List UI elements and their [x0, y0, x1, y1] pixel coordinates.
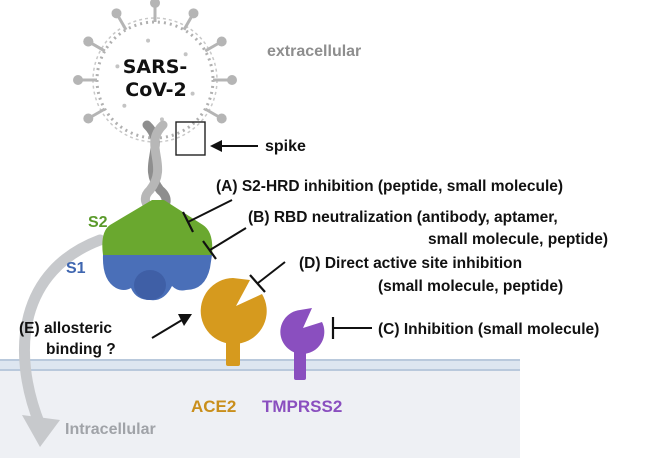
virus-envelope-dot: [146, 38, 151, 43]
s2-domain: [102, 200, 213, 255]
virus-spike-head: [227, 75, 237, 85]
spike-pointer-arrow: [210, 140, 258, 152]
tmprss2-protease: [280, 308, 325, 380]
annotation-e-line1: (E) allosteric: [19, 320, 112, 337]
tmprss2-label: TMPRSS2: [262, 397, 342, 416]
virus-envelope-dot: [159, 117, 164, 122]
virus-spike-stem: [182, 15, 194, 31]
virus-spike-head: [111, 8, 122, 19]
virus-particle: [73, 0, 237, 143]
virus-spike-head: [83, 36, 94, 47]
intracellular-label: Intracellular: [65, 421, 156, 438]
virus-spike-head: [83, 113, 94, 124]
virus-envelope-dot: [183, 52, 188, 57]
virus-spike-stem: [204, 41, 220, 53]
allosteric-arrow: [151, 314, 192, 339]
inhibitor-d: [249, 261, 286, 293]
spike-highlight-box: [175, 121, 206, 156]
s1-domain: [102, 255, 212, 301]
virus-spike-stem: [90, 107, 106, 119]
inhibitor-c: [331, 317, 372, 339]
annotation-d-line2: (small molecule, peptide): [378, 278, 563, 295]
inhibitor-b: [202, 227, 247, 260]
s2-label: S2: [88, 214, 108, 231]
internalization-arrow: [19, 234, 106, 447]
virus-envelope-dot: [115, 64, 120, 69]
virus-envelope-dot: [122, 103, 127, 108]
cell-membrane: [0, 359, 520, 371]
virus-spike-stem: [116, 15, 128, 31]
virus-spike-stem: [204, 107, 220, 119]
virus-spike-stem: [90, 41, 106, 53]
virus-spike-head: [73, 75, 83, 85]
virus-spike-head: [216, 36, 227, 47]
ace2-label: ACE2: [191, 397, 236, 416]
intracellular-region: [0, 370, 520, 458]
annotation-b-line2: small molecule, peptide): [428, 231, 608, 248]
virus-spike-head: [216, 113, 227, 124]
annotation-c: (C) Inhibition (small molecule): [378, 321, 599, 338]
virus-name-line2: CoV-2: [125, 79, 186, 101]
inhibitor-a: [182, 199, 233, 233]
s1-label: S1: [66, 260, 86, 277]
virus-envelope-dot: [190, 91, 195, 96]
annotation-d-line1: (D) Direct active site inhibition: [299, 255, 522, 272]
extracellular-label: extracellular: [267, 43, 361, 60]
annotation-b-line1: (B) RBD neutralization (antibody, aptame…: [248, 209, 558, 226]
virus-name-line1: SARS-: [123, 56, 188, 78]
ace2-receptor: [200, 278, 267, 366]
annotation-e-line2: binding ?: [46, 341, 116, 358]
virus-spike-head: [150, 0, 160, 8]
annotation-a: (A) S2-HRD inhibition (peptide, small mo…: [216, 178, 563, 195]
virus-spike-ring: [73, 0, 237, 124]
virus-spike-head: [188, 8, 199, 19]
spike-label: spike: [265, 138, 306, 155]
